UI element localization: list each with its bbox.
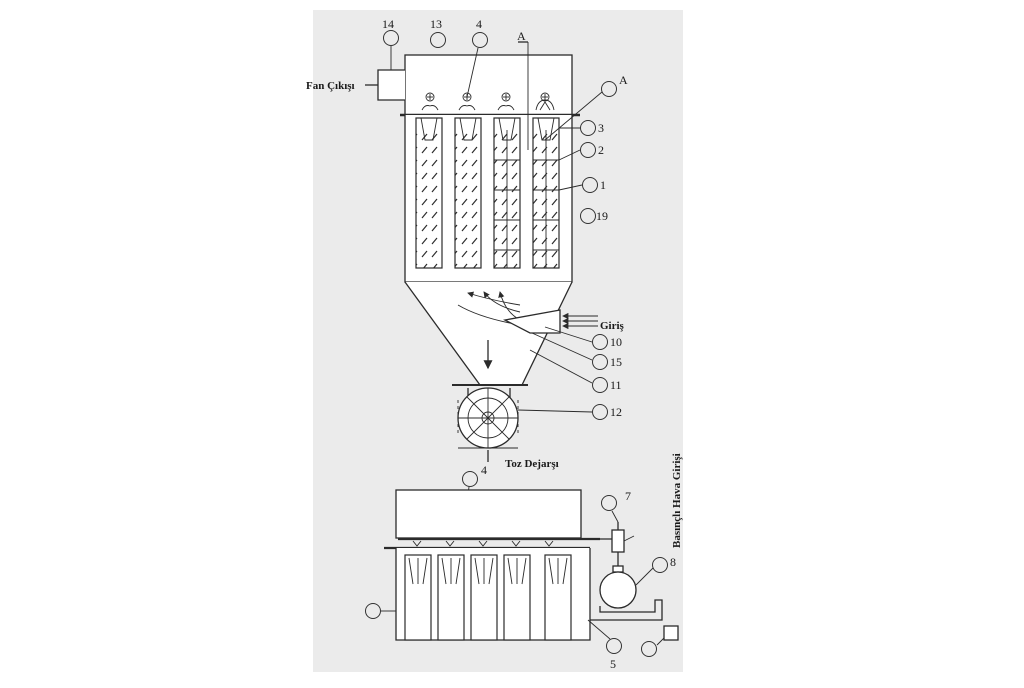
- callout-left-unlabeled: [365, 603, 396, 619]
- nozzle-4: [535, 92, 555, 111]
- section-mark-label: A: [517, 29, 526, 43]
- filter-cage-3: [494, 130, 520, 268]
- svg-text:13: 13: [430, 17, 442, 31]
- filter-bags: [415, 117, 560, 269]
- side-nozzles: [412, 540, 554, 547]
- svg-text:2: 2: [598, 143, 604, 157]
- filter-bag-1-hatch: [416, 130, 442, 268]
- callout-7: 7: [601, 489, 631, 523]
- callout-19: 19: [580, 208, 608, 224]
- filter-cage-4: [533, 130, 559, 268]
- svg-text:19: 19: [596, 209, 608, 223]
- svg-text:14: 14: [382, 17, 394, 31]
- callout-13: 13: [430, 17, 446, 48]
- callout-5: 5: [587, 619, 622, 671]
- upper-unit: A: [306, 17, 628, 470]
- fan-outlet-label: Fan Çıkışı: [306, 80, 355, 92]
- callout-14: 14: [382, 17, 399, 70]
- side-filter-bags: [404, 554, 572, 641]
- inlet-label: Giriş: [600, 320, 625, 332]
- svg-text:10: 10: [610, 335, 622, 349]
- section-line-a: A: [517, 29, 529, 150]
- side-plenum: [395, 489, 582, 539]
- filter-bag-2-hatch: [455, 130, 481, 268]
- clean-air-plenum: [404, 54, 573, 116]
- fan-outlet-duct: [377, 69, 405, 101]
- callout-3: 3: [559, 120, 604, 136]
- svg-text:12: 12: [610, 405, 622, 419]
- rotary-valve: [457, 387, 519, 449]
- svg-text:4: 4: [476, 17, 482, 31]
- nozzle-1: [421, 92, 439, 111]
- inlet-arrows: [562, 312, 598, 330]
- tank-support: [590, 599, 663, 621]
- lower-unit: 4: [365, 453, 683, 671]
- callout-bottom-right: [641, 625, 679, 657]
- callout-8: 8: [635, 555, 676, 586]
- callout-11: 11: [529, 349, 622, 393]
- nozzle-3: [497, 92, 515, 111]
- svg-text:15: 15: [610, 355, 622, 369]
- svg-text:8: 8: [670, 555, 676, 569]
- svg-text:3: 3: [598, 121, 604, 135]
- svg-text:11: 11: [610, 378, 622, 392]
- callout-10: 10: [544, 326, 622, 350]
- callout-15: 15: [531, 332, 622, 370]
- callout-12: 12: [517, 404, 622, 420]
- venturi-2: [459, 117, 477, 141]
- venturi-1: [420, 117, 438, 141]
- pulse-valve: [600, 522, 635, 568]
- square-marker: [663, 625, 679, 641]
- svg-text:5: 5: [610, 657, 616, 671]
- air-tank: [599, 565, 637, 609]
- svg-text:7: 7: [625, 489, 631, 503]
- callout-1: 1: [558, 177, 606, 193]
- compressed-air-label: Basınçlı Hava Girişi: [671, 453, 683, 548]
- svg-text:4: 4: [481, 463, 487, 477]
- callout-4-top: 4: [466, 17, 488, 98]
- svg-text:1: 1: [600, 178, 606, 192]
- dust-discharge-label: Toz Dejarşı: [505, 458, 559, 470]
- callout-2: 2: [558, 142, 604, 161]
- svg-text:A: A: [619, 73, 628, 87]
- callout-a-detail: A: [544, 73, 628, 141]
